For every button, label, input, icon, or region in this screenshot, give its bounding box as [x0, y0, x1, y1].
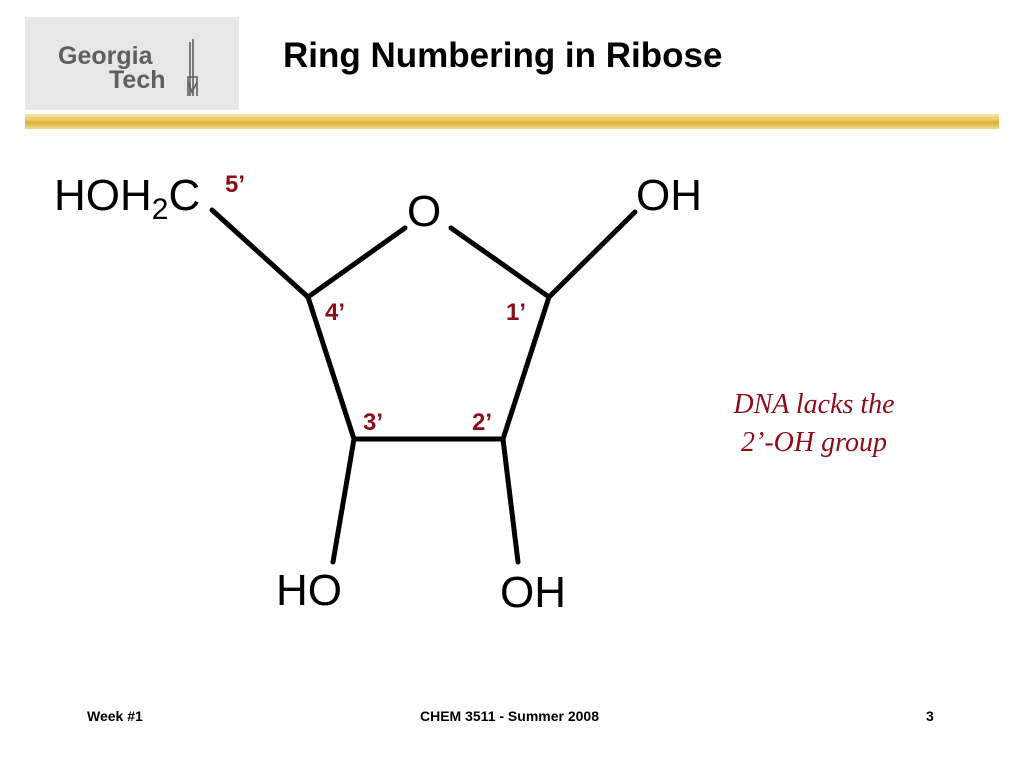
bond-c1-oh	[546, 209, 638, 300]
slide-title: Ring Numbering in Ribose	[283, 36, 723, 75]
ch2oh-suffix: C	[168, 171, 200, 220]
bond-c4-o	[305, 225, 408, 300]
ch2oh-subscript: 2	[152, 193, 169, 226]
bond-c3-oh	[330, 436, 357, 565]
tower-icon	[187, 39, 198, 96]
header-divider	[25, 114, 999, 129]
c3-hydroxyl-label: HO	[276, 566, 342, 615]
carbon-number-4: 4’	[325, 299, 345, 326]
footer-course: CHEM 3511 - Summer 2008	[420, 708, 599, 724]
dna-note-line1: DNA lacks the	[733, 389, 895, 420]
logo-text-line1: Georgia	[58, 42, 154, 70]
bond-c2-oh	[500, 436, 521, 565]
carbon-number-5: 5’	[225, 171, 245, 198]
ring-oxygen-label: O	[407, 187, 441, 236]
ch2oh-group: HOH2C	[54, 171, 200, 226]
c2-hydroxyl-label: OH	[500, 568, 566, 617]
c1-hydroxyl-label: OH	[636, 171, 702, 220]
georgia-tech-logo: Georgia Tech	[25, 17, 239, 110]
bond-c1-c2	[500, 294, 552, 442]
footer-week: Week #1	[87, 708, 143, 724]
georgia-tech-logo-graphic: Georgia Tech	[58, 39, 198, 96]
footer-page-number: 3	[926, 708, 934, 724]
bond-c5-c4	[209, 207, 311, 300]
carbon-number-3: 3’	[363, 409, 383, 436]
ch2oh-prefix: HOH	[54, 171, 152, 220]
dna-note: DNA lacks the 2’-OH group	[680, 386, 948, 462]
bond-lines	[209, 207, 638, 565]
bond-o-c1	[448, 225, 552, 300]
logo-text-line2: Tech	[109, 66, 166, 94]
bond-c4-c3	[305, 294, 357, 442]
dna-note-line2: 2’-OH group	[741, 427, 887, 458]
carbon-number-2: 2’	[472, 409, 492, 436]
carbon-number-1: 1’	[506, 299, 526, 326]
